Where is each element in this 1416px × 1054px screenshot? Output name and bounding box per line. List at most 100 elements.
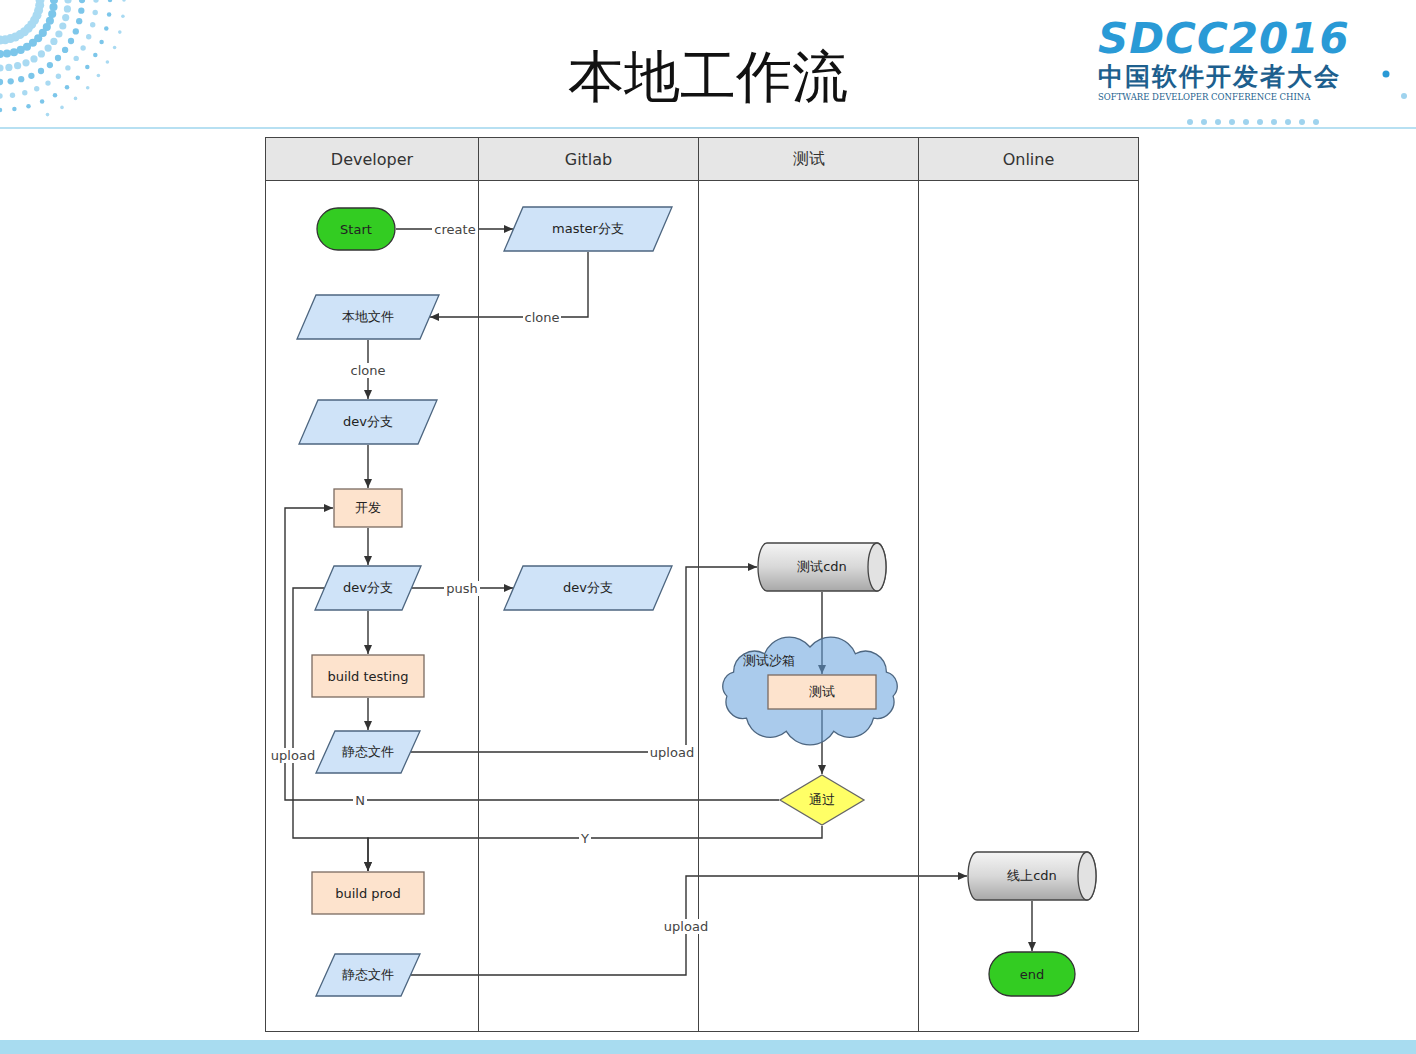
decision-node: 通过 [779, 774, 865, 826]
dot [86, 86, 90, 90]
dot [62, 47, 68, 53]
connector [367, 698, 368, 730]
dot [106, 60, 110, 64]
flow-node: dev分支 [503, 565, 673, 611]
connector [367, 445, 368, 488]
connector [285, 508, 779, 800]
parallelogram [504, 566, 672, 610]
dot [55, 55, 61, 61]
dot [65, 65, 70, 70]
node-label: 测试cdn [797, 558, 847, 576]
edge-label: create [432, 222, 477, 237]
flow-node: 静态文件 [315, 953, 421, 997]
dot [40, 99, 45, 104]
edge-label: upload [269, 748, 317, 763]
dot [74, 56, 79, 61]
node-label: 静态文件 [342, 966, 394, 984]
dot [12, 107, 17, 112]
connector [1031, 901, 1032, 951]
dot [55, 30, 62, 37]
dot [93, 10, 98, 15]
cloud-outline [723, 637, 897, 745]
lane-header: Online [919, 138, 1138, 181]
flow-node: Start [316, 207, 396, 251]
dot [118, 30, 122, 34]
node-label: 通过 [809, 791, 835, 809]
edge-label: N [353, 793, 367, 808]
flow-node: master分支 [503, 206, 673, 252]
cylinder-end [1078, 852, 1096, 900]
dot [64, 5, 71, 12]
node-label: dev分支 [343, 579, 393, 597]
dot [64, 0, 71, 4]
dot [8, 78, 14, 84]
dot [79, 0, 85, 3]
dot [86, 34, 91, 39]
logo-mark: SDCC2016 [1098, 14, 1350, 63]
dot [121, 14, 125, 18]
flow-node: 开发 [333, 488, 403, 528]
dot [108, 0, 113, 2]
cylinder-body [758, 543, 886, 591]
dot [1257, 119, 1263, 125]
dot [93, 0, 98, 3]
lane-header: 测试 [699, 138, 918, 181]
dot [107, 12, 112, 17]
dot [1187, 119, 1193, 125]
dot [97, 74, 101, 78]
dot [85, 65, 90, 70]
connector [411, 567, 757, 752]
dot [122, 0, 126, 2]
node-label: 线上cdn [1007, 867, 1057, 885]
dot [0, 93, 3, 98]
node-label: end [1020, 967, 1045, 982]
dot [0, 36, 5, 45]
dot [22, 59, 29, 66]
node-label: build prod [335, 886, 401, 901]
dot [93, 53, 98, 58]
dot [1313, 119, 1319, 125]
edge-label: push [444, 581, 480, 596]
dot [76, 18, 82, 24]
node-label: build testing [327, 669, 408, 684]
flow-node: dev分支 [314, 565, 422, 611]
node-label: master分支 [552, 220, 624, 238]
process-rect [312, 655, 424, 697]
dot [56, 74, 61, 79]
terminal-pill [989, 952, 1075, 996]
dot [5, 64, 12, 71]
dot [68, 38, 74, 44]
dot [74, 97, 78, 101]
header-rule [0, 127, 1416, 129]
dot [10, 93, 15, 98]
flow-node: 测试cdn [757, 542, 887, 592]
logo-subtitle: 中国软件开发者大会 [1098, 60, 1341, 93]
dot [78, 8, 84, 14]
parallelogram [297, 295, 439, 339]
node-label: 开发 [355, 499, 381, 517]
dot [3, 49, 11, 57]
dot [0, 108, 2, 113]
dot [59, 22, 66, 29]
dot [38, 68, 44, 74]
dot [1299, 119, 1305, 125]
dot [34, 86, 39, 91]
node-label: 本地文件 [342, 308, 394, 326]
process-rect [334, 489, 402, 527]
dot [26, 104, 31, 109]
parallelogram [316, 954, 420, 996]
cylinder-end [868, 543, 886, 591]
parallelogram [316, 731, 420, 773]
dot [1271, 119, 1277, 125]
parallelogram [504, 207, 672, 251]
dot [73, 28, 79, 34]
connector [411, 876, 967, 975]
dot [1243, 119, 1249, 125]
flow-node: 静态文件 [315, 730, 421, 774]
footer-band [0, 1040, 1416, 1054]
parallelogram [299, 400, 437, 444]
dot [49, 3, 57, 11]
dot [0, 64, 4, 71]
dot [1285, 119, 1291, 125]
dot [46, 113, 50, 117]
